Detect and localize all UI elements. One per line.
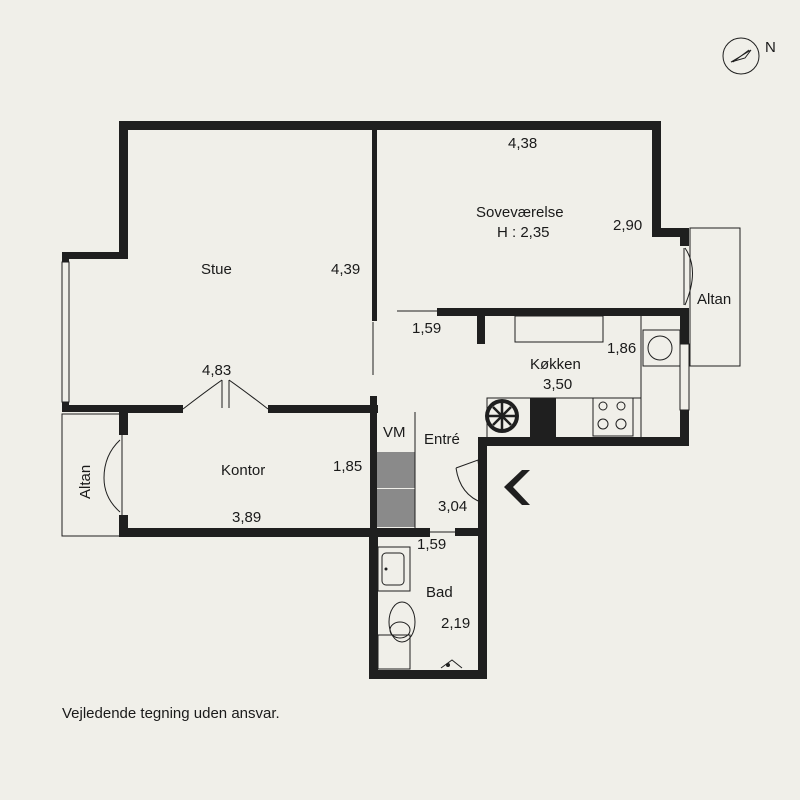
room-label-stue: Stue <box>201 261 232 278</box>
room-height-sovevaerelse: H : 2,35 <box>497 224 550 241</box>
double-door-icon <box>182 379 269 410</box>
fan-icon <box>485 399 519 433</box>
entrance-door-icon <box>455 459 484 504</box>
vm-label: VM <box>383 424 406 441</box>
entrance-arrow-icon <box>504 470 530 505</box>
dim-kokken-h: 1,86 <box>607 340 636 357</box>
dim-kontor-h: 1,85 <box>333 458 362 475</box>
room-label-entre: Entré <box>424 431 460 448</box>
room-label-kontor: Kontor <box>221 462 265 479</box>
kitchen-counter <box>486 315 681 439</box>
walls <box>61 121 690 679</box>
altan-left-area <box>61 413 123 537</box>
dim-kokken-w: 3,50 <box>543 376 572 393</box>
dim-bad-w: 1,59 <box>417 536 446 553</box>
closet <box>377 412 416 528</box>
bathroom-fixtures <box>377 546 463 670</box>
room-label-bad: Bad <box>426 584 453 601</box>
dim-stue-h: 4,39 <box>331 261 360 278</box>
dim-kontor-w: 3,89 <box>232 509 261 526</box>
dim-entre: 3,04 <box>438 498 467 515</box>
compass-icon: N <box>722 37 776 75</box>
disclaimer-text: Vejledende tegning uden ansvar. <box>62 705 280 722</box>
altan-left-label: Altan <box>77 465 94 499</box>
room-label-sovevaerelse: Soveværelse <box>476 204 564 221</box>
dim-entre-door: 1,59 <box>412 320 441 337</box>
altan-right-label: Altan <box>697 291 731 308</box>
dim-bad-h: 2,19 <box>441 615 470 632</box>
compass-north-label: N <box>765 39 776 56</box>
dim-sovevaerelse-w: 4,38 <box>508 135 537 152</box>
room-label-kokken: Køkken <box>530 356 581 373</box>
altan-right-area <box>689 227 741 367</box>
dim-stue-w: 4,83 <box>202 362 231 379</box>
dim-sovevaerelse-h: 2,90 <box>613 217 642 234</box>
